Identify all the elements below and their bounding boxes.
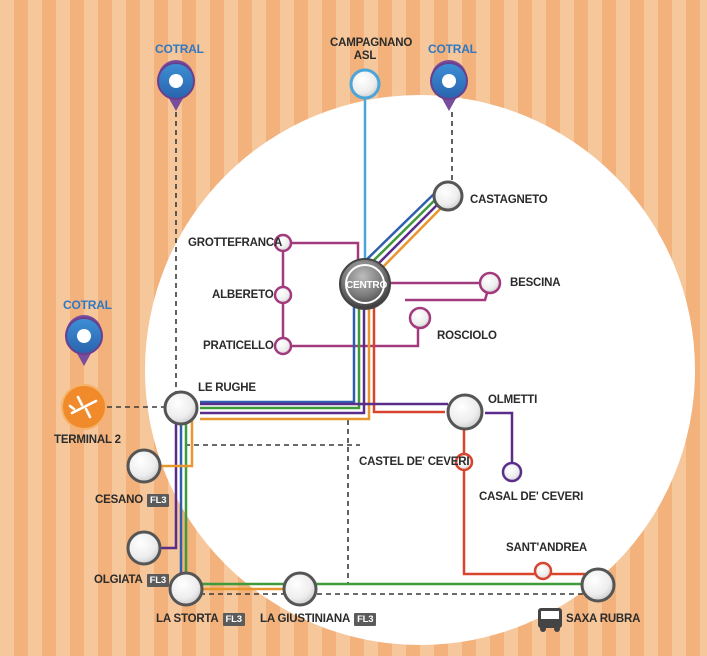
- cotral-label: COTRAL: [155, 42, 204, 56]
- station-la-giustiniana[interactable]: [282, 571, 318, 607]
- cotral-label: COTRAL: [63, 298, 112, 312]
- map-pin-icon: [157, 60, 195, 111]
- station-castagneto[interactable]: [432, 180, 464, 212]
- station-centro[interactable]: [339, 258, 391, 310]
- label-le-rughe: LE RUGHE: [198, 382, 256, 394]
- station-la-storta[interactable]: [168, 571, 204, 607]
- fl3-badge: FL3: [146, 574, 169, 587]
- label-casal-de-ceveri: CASAL DE' CEVERI: [479, 491, 584, 503]
- label-campagnano-line2: ASL: [353, 50, 377, 62]
- label-campagnano: CAMPAGNANO ASL: [330, 37, 413, 63]
- label-la-giustiniana-text: LA GIUSTINIANA: [260, 613, 351, 625]
- line-bundle-west: [160, 420, 194, 578]
- station-saxa-rubra[interactable]: [580, 567, 616, 603]
- line-bundle-south: [200, 302, 445, 421]
- cotral-label: COTRAL: [428, 42, 477, 56]
- label-rosciolo: ROSCIOLO: [437, 330, 497, 342]
- dashed-connections: [107, 112, 585, 595]
- label-cesano-text: CESANO: [95, 494, 144, 506]
- stations: [126, 68, 616, 607]
- map-pin-icon: [430, 60, 468, 111]
- station-rosciolo[interactable]: [408, 306, 432, 330]
- station-centro-inner: [345, 264, 385, 304]
- station-cesano[interactable]: [126, 448, 162, 484]
- station-casal-de-ceveri[interactable]: [501, 461, 523, 483]
- label-campagnano-line1: CAMPAGNANO: [330, 37, 413, 49]
- station-praticello[interactable]: [273, 336, 293, 356]
- label-olmetti: OLMETTI: [488, 394, 538, 406]
- label-bescina: BESCINA: [510, 277, 561, 289]
- station-castel-de-ceveri[interactable]: [454, 452, 474, 472]
- line-olmetti-casal: [485, 411, 514, 468]
- bus-icon: [538, 608, 562, 632]
- station-bescina[interactable]: [478, 271, 502, 295]
- station-grottefranca[interactable]: [273, 233, 293, 253]
- label-terminal2: TERMINAL 2: [54, 434, 121, 446]
- label-albereto: ALBERETO: [212, 289, 274, 301]
- label-centro: CENTRO: [346, 280, 388, 291]
- label-castel-de-ceveri: CASTEL DE' CEVERI: [359, 456, 470, 468]
- fl3-badge: FL3: [222, 613, 245, 626]
- label-castagneto: CASTAGNETO: [470, 194, 548, 206]
- airplane-icon[interactable]: [61, 384, 107, 430]
- station-campagnano[interactable]: [349, 68, 381, 100]
- line-magenta: [281, 241, 492, 348]
- station-le-rughe[interactable]: [163, 390, 199, 426]
- label-grottefranca: GROTTEFRANCA: [188, 237, 283, 249]
- station-albereto[interactable]: [273, 285, 293, 305]
- label-sant-andrea: SANT'ANDREA: [506, 542, 588, 554]
- station-olmetti[interactable]: [446, 393, 484, 431]
- line-bundle-castagneto: [359, 189, 451, 276]
- fl3-badge: FL3: [147, 494, 170, 507]
- area-circle: [145, 95, 695, 645]
- map-pin-icon: [65, 315, 103, 366]
- label-saxa-rubra: SAXA RUBRA: [566, 613, 641, 625]
- label-la-storta-text: LA STORTA: [156, 613, 219, 625]
- station-sant-andrea[interactable]: [533, 561, 553, 581]
- fl3-badge: FL3: [354, 613, 377, 626]
- station-olgiata[interactable]: [126, 530, 162, 566]
- label-praticello: PRATICELLO: [203, 340, 274, 352]
- label-olgiata-text: OLGIATA: [94, 574, 143, 586]
